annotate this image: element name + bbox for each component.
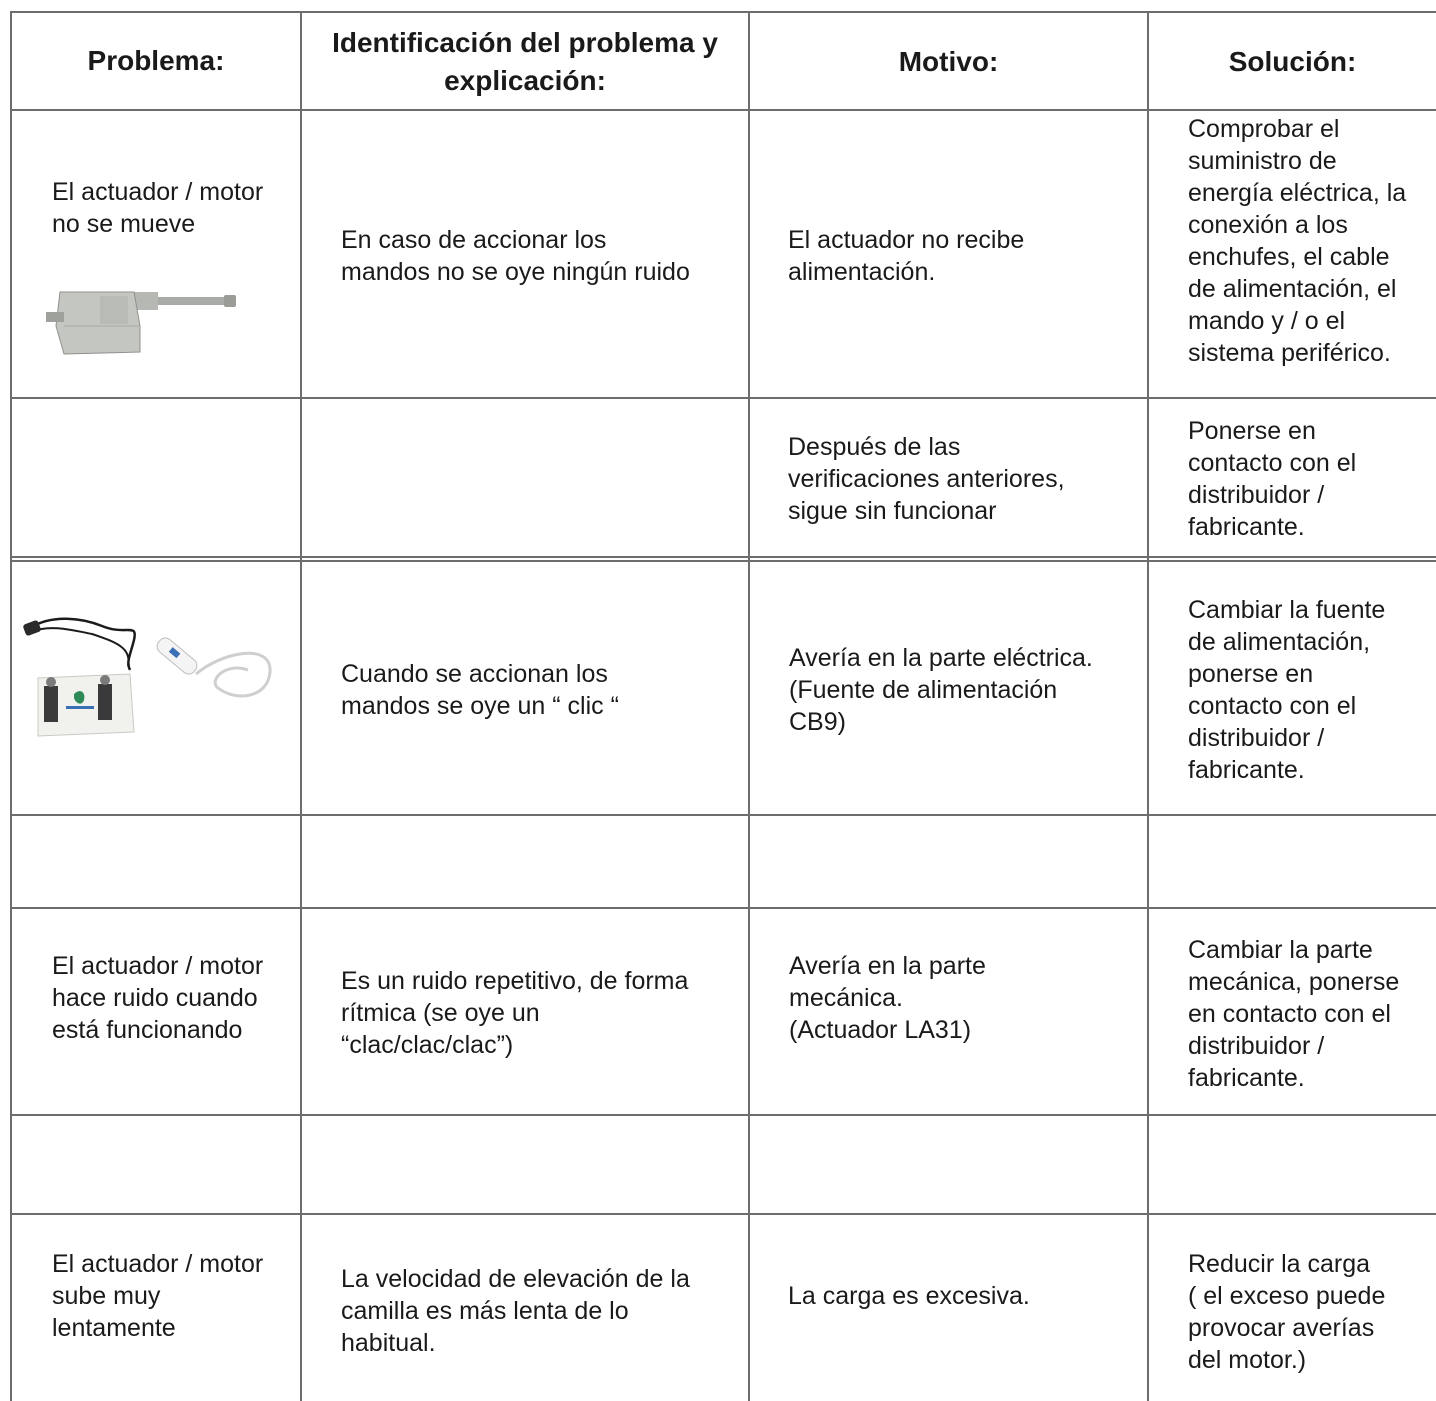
row-divider (10, 814, 1436, 816)
row5-solution: Reducir la carga ( el exceso puede provo… (1188, 1250, 1386, 1374)
row-divider (10, 907, 1436, 909)
row4-problem: El actuador / motor hace ruido cuando es… (52, 952, 264, 1044)
column-divider (748, 11, 750, 1401)
row-divider (10, 560, 1436, 562)
row1-reason: El actuador no recibe alimentación. (788, 226, 1025, 286)
control-box-image (22, 612, 278, 738)
row4-identification: Es un ruido repetitivo, de forma rítmica… (341, 967, 689, 1059)
row2-reason: Después de las verificaciones anteriores… (788, 433, 1065, 525)
header-identification: Identificación del problema y explicació… (332, 27, 718, 96)
column-divider (300, 11, 302, 1401)
row-divider (10, 397, 1436, 399)
row1-problem: El actuador / motor no se mueve (52, 178, 264, 238)
table-left-border (10, 11, 12, 1401)
row-divider (10, 1114, 1436, 1116)
row1-identification: En caso de accionar los mandos no se oye… (341, 226, 690, 286)
row5-reason: La carga es excesiva. (788, 1282, 1030, 1310)
row3-solution: Cambiar la fuente de alimentación, poner… (1188, 596, 1386, 784)
header-reason: Motivo: (898, 46, 999, 77)
row2-solution: Ponerse en contacto con el distribuidor … (1188, 417, 1357, 541)
row4-solution: Cambiar la parte mecánica, ponerse en co… (1188, 936, 1400, 1092)
table-top-border (10, 11, 1436, 13)
row3-reason: Avería en la parte eléctrica. (Fuente de… (789, 644, 1093, 736)
row3-identification: Cuando se accionan los mandos se oye un … (341, 660, 619, 720)
column-divider (1147, 11, 1149, 1401)
header-bottom-border (10, 109, 1436, 111)
row5-problem: El actuador / motor sube muy lentamente (52, 1250, 264, 1342)
header-problem: Problema: (87, 45, 225, 76)
actuator-image (42, 286, 238, 358)
row1-solution: Comprobar el suministro de energía eléct… (1188, 115, 1407, 367)
header-solution: Solución: (1228, 46, 1357, 77)
row-divider (10, 1213, 1436, 1215)
row5-identification: La velocidad de elevación de la camilla … (341, 1265, 690, 1357)
row-divider (10, 556, 1436, 558)
row4-reason: Avería en la parte mecánica. (Actuador L… (789, 952, 986, 1044)
